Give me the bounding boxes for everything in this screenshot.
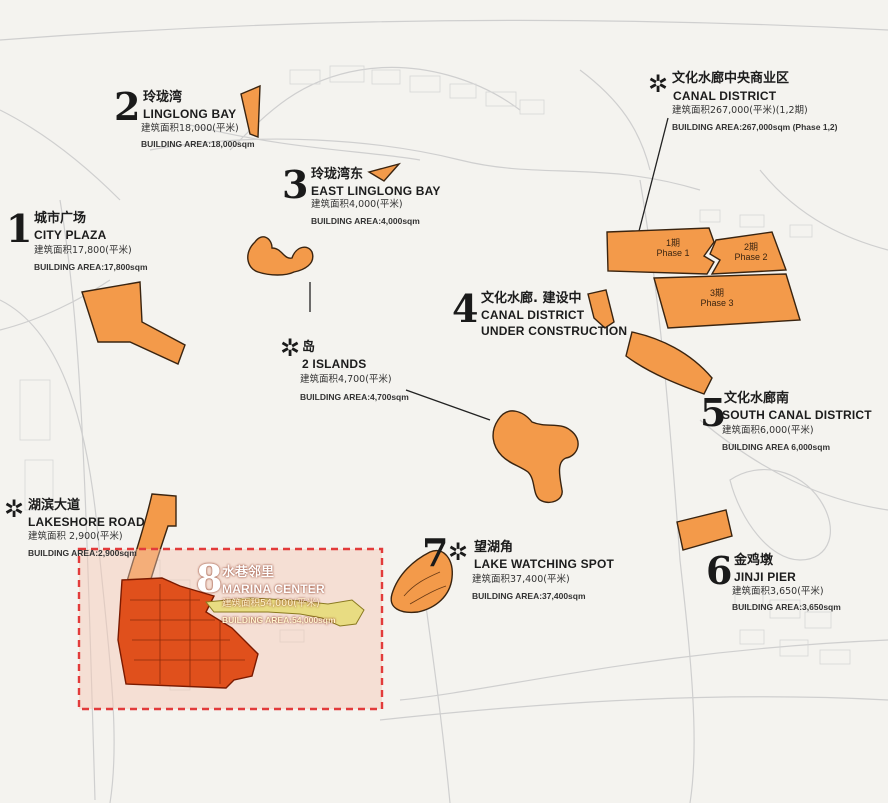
site-6-name-en: JINJI PIER (734, 570, 797, 584)
site-3-name-cn: 玲珑湾东 (311, 167, 364, 182)
site-4-name-cn: 文化水廊. 建设中 (481, 291, 582, 306)
phase-3-en: Phase 3 (700, 298, 734, 308)
site-7-marker-icon: ✲ (448, 538, 469, 566)
site-5-number: 5 (700, 390, 727, 435)
zone-linglong-bay[interactable] (240, 84, 261, 138)
site-3-number: 3 (282, 162, 309, 207)
zone-lake-watching-detail (403, 571, 447, 605)
site-8-area-en: BUILDING AREA:54,000sqm (222, 615, 336, 625)
site-2-area-cn: 建筑面积18,000(平米) (141, 123, 239, 134)
islands-area-en: BUILDING AREA:4,700sqm (300, 392, 409, 402)
site-5-area-cn: 建筑面积6,000(平米) (722, 425, 814, 436)
zone-jinji-pier[interactable] (676, 509, 733, 551)
site-8-number: 8 (196, 556, 223, 601)
phase-3-cn: 3期 (709, 288, 724, 298)
site-2-name-en: LINGLONG BAY (143, 107, 237, 121)
site-1-name-cn: 城市广场 (34, 211, 87, 226)
islands-marker-icon: ✲ (280, 334, 301, 362)
zone-canal-phase-2[interactable] (709, 231, 787, 275)
site-5-name-en: SOUTH CANAL DISTRICT (722, 408, 872, 422)
phase-2-label: 2期 Phase 2 (726, 242, 776, 262)
phase-2-en: Phase 2 (734, 252, 768, 262)
zone-island-b[interactable] (492, 410, 579, 504)
canal-area-cn: 建筑面积267,000(平米)(1,2期) (672, 105, 808, 116)
leader-lines (309, 117, 669, 421)
site-7-name-en: LAKE WATCHING SPOT (474, 557, 615, 571)
site-7-name-cn: 望湖角 (474, 540, 514, 555)
phase-3-label: 3期 Phase 3 (692, 288, 742, 308)
site-6-area-en: BUILDING AREA:3,650sqm (732, 602, 841, 612)
site-8-area-cn: 建筑面积54,000(平米) (222, 598, 320, 609)
site-8-name-en: MARINA CENTER (222, 582, 325, 596)
phase-1-cn: 1期 (665, 238, 680, 248)
site-3-area-cn: 建筑面积4,000(平米) (311, 199, 403, 210)
zone-canal-phase-3[interactable] (653, 273, 801, 329)
site-8-name-cn: 水巷邻里 (222, 565, 275, 580)
canal-marker-icon: ✲ (648, 70, 669, 98)
site-7-area-cn: 建筑面积37,400(平米) (472, 574, 570, 585)
site-2-number: 2 (114, 84, 141, 129)
zone-canal-construction[interactable] (587, 289, 615, 329)
site-1-name-en: CITY PLAZA (34, 228, 107, 242)
lakeshore-marker-icon: ✲ (4, 495, 25, 523)
lakeshore-area-en: BUILDING AREA:2,900sqm (28, 548, 137, 558)
islands-name-en: 2 ISLANDS (302, 357, 367, 371)
site-4-name-en-2: UNDER CONSTRUCTION (481, 324, 628, 338)
site-2-area-en: BUILDING AREA:18,000sqm (141, 139, 255, 149)
site-1-area-cn: 建筑面积17,800(平米) (34, 245, 132, 256)
site-1-number: 1 (6, 206, 33, 251)
site-5-area-en: BUILDING AREA 6,000sqm (722, 442, 831, 452)
site-4-name-en: CANAL DISTRICT (481, 308, 585, 322)
lakeshore-name-cn: 湖滨大道 (28, 498, 81, 513)
site-3-name-en: EAST LINGLONG BAY (311, 184, 441, 198)
islands-area-cn: 建筑面积4,700(平米) (300, 374, 392, 385)
lakeshore-area-cn: 建筑面积 2,900(平米) (28, 531, 123, 542)
zone-canal-phase-1[interactable] (606, 227, 715, 275)
canal-name-en: CANAL DISTRICT (673, 89, 777, 103)
zone-marina-center[interactable] (117, 577, 259, 689)
canal-area-en: BUILDING AREA:267,000sqm (Phase 1,2) (672, 122, 838, 132)
site-7-area-en: BUILDING AREA:37,400sqm (472, 591, 586, 601)
islands-name-cn: 岛 (302, 340, 316, 355)
zone-lake-watching[interactable] (390, 549, 453, 614)
canal-name-cn: 文化水廊中央商业区 (672, 71, 790, 86)
phase-1-label: 1期 Phase 1 (648, 238, 698, 258)
site-7-number: 7 (422, 530, 449, 575)
site-6-name-cn: 金鸡墩 (734, 553, 774, 568)
zone-city-plaza[interactable] (81, 281, 186, 365)
site-1-area-en: BUILDING AREA:17,800sqm (34, 262, 148, 272)
site-3-area-en: BUILDING AREA:4,000sqm (311, 216, 420, 226)
zone-east-linglong-bay[interactable] (367, 162, 402, 182)
zone-island-a[interactable] (247, 236, 314, 276)
site-6-number: 6 (706, 548, 733, 593)
zone-marina-detail (130, 584, 245, 686)
zone-marina-annex[interactable] (205, 597, 365, 627)
site-6-area-cn: 建筑面积3,650(平米) (732, 586, 824, 597)
phase-2-cn: 2期 (743, 242, 758, 252)
lakeshore-name-en: LAKESHORE ROAD (28, 515, 145, 529)
phase-1-en: Phase 1 (656, 248, 690, 258)
site-5-name-cn: 文化水廊南 (724, 391, 790, 406)
site-4-number: 4 (452, 286, 479, 331)
zone-south-canal[interactable] (625, 331, 713, 395)
site-2-name-cn: 玲珑湾 (143, 90, 183, 105)
